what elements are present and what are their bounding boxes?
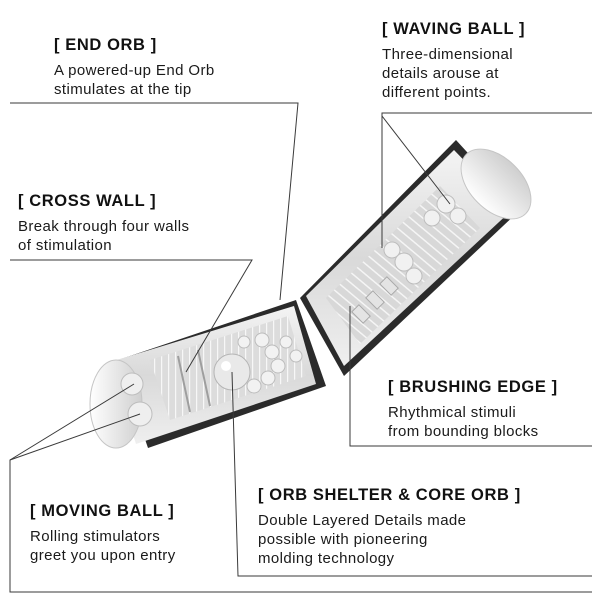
callout-orb-shelter-line2: possible with pioneering: [258, 531, 428, 548]
callout-cross-wall-line2: of stimulation: [18, 237, 112, 254]
callout-cross-wall: [ CROSS WALL ] Break through four walls …: [18, 192, 268, 255]
cross-walls: [177, 349, 211, 413]
callout-brushing-edge-line1: Rhythmical stimuli: [388, 404, 517, 421]
leader-end-orb: [10, 102, 299, 301]
left-case-half: [89, 300, 326, 449]
moving-ball-1: [120, 372, 144, 396]
leader-orb-shelter: [231, 371, 592, 577]
callout-cross-wall-title: [ CROSS WALL ]: [18, 192, 157, 210]
brushing-edge-blocks: [351, 276, 399, 324]
callout-end-orb-line2: stimulates at the tip: [54, 81, 192, 98]
callout-brushing-edge-text: Rhythmical stimuli from bounding blocks: [388, 403, 593, 441]
leader-waving-ball-branch: [381, 115, 451, 205]
callout-end-orb-title: [ END ORB ]: [54, 36, 157, 54]
callout-cross-wall-line1: Break through four walls: [18, 218, 190, 235]
callout-end-orb-text: A powered-up End Orb stimulates at the t…: [54, 61, 314, 99]
callout-waving-ball-text: Three-dimensional details arouse at diff…: [382, 45, 592, 102]
callout-waving-ball: [ WAVING BALL ] Three-dimensional detail…: [382, 20, 592, 102]
orb-shelter: [237, 332, 303, 394]
callout-brushing-edge-line2: from bounding blocks: [388, 423, 539, 440]
leader-moving-ball-branch: [9, 413, 141, 461]
leader-moving-ball: [9, 383, 592, 593]
callout-orb-shelter-title: [ ORB SHELTER & CORE ORB ]: [258, 486, 521, 504]
callout-moving-ball: [ MOVING BALL ] Rolling stimulators gree…: [30, 502, 235, 565]
callout-cross-wall-text: Break through four walls of stimulation: [18, 217, 268, 255]
callout-moving-ball-text: Rolling stimulators greet you upon entry: [30, 527, 235, 565]
waving-balls: [383, 194, 467, 285]
callout-waving-ball-line3: different points.: [382, 84, 492, 101]
callout-brushing-edge: [ BRUSHING EDGE ] Rhythmical stimuli fro…: [388, 378, 593, 441]
callout-orb-shelter-line1: Double Layered Details made: [258, 512, 467, 529]
callout-end-orb: [ END ORB ] A powered-up End Orb stimula…: [54, 36, 314, 99]
right-end-cap: [460, 148, 532, 220]
callout-end-orb-line1: A powered-up End Orb: [54, 62, 215, 79]
leader-waving-ball: [381, 112, 592, 248]
leader-brushing-edge: [349, 306, 592, 447]
right-case-half: [300, 140, 532, 376]
callout-orb-shelter: [ ORB SHELTER & CORE ORB ] Double Layere…: [258, 486, 558, 568]
callout-orb-shelter-line3: molding technology: [258, 550, 395, 567]
callout-moving-ball-title: [ MOVING BALL ]: [30, 502, 175, 520]
callout-moving-ball-line2: greet you upon entry: [30, 547, 176, 564]
callout-moving-ball-line1: Rolling stimulators: [30, 528, 161, 545]
callout-brushing-edge-title: [ BRUSHING EDGE ]: [388, 378, 558, 396]
callout-waving-ball-title: [ WAVING BALL ]: [382, 20, 526, 38]
callout-waving-ball-line1: Three-dimensional: [382, 46, 514, 63]
leader-cross-wall: [10, 259, 253, 373]
callout-orb-shelter-text: Double Layered Details made possible wit…: [258, 511, 558, 568]
callout-waving-ball-line2: details arouse at: [382, 65, 499, 82]
